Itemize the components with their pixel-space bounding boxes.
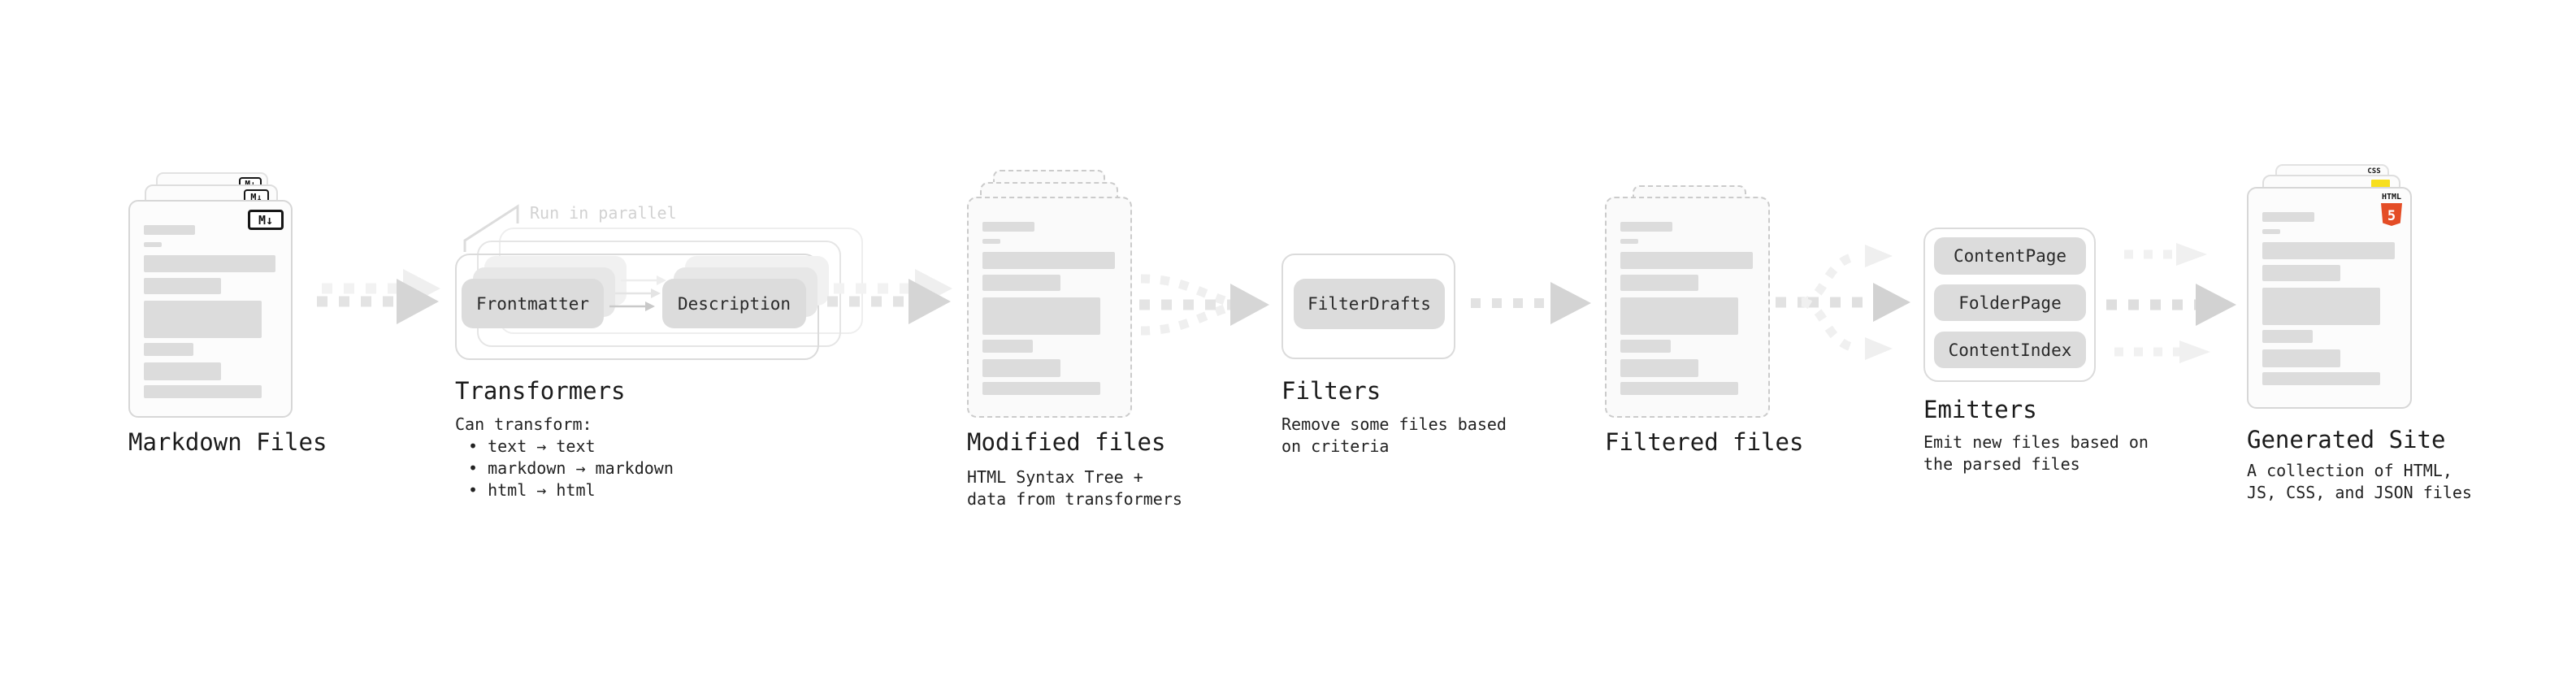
js-badge xyxy=(2371,180,2390,188)
markdown-icon: M↓ xyxy=(248,210,284,230)
emitters-description: Emit new files based on the parsed files xyxy=(1923,432,2149,475)
transformer-container-front xyxy=(455,254,819,360)
placeholder-bar xyxy=(982,239,1000,244)
arrow-filtered-to-emitters-diverging xyxy=(1776,245,1910,360)
markdown-file-card-front: M↓ xyxy=(128,200,293,418)
placeholder-bar xyxy=(144,225,196,235)
modified-files-description: HTML Syntax Tree + data from transformer… xyxy=(967,466,1182,510)
markdown-files-label: Markdown Files xyxy=(128,428,327,456)
can-transform-line: Can transform: xyxy=(455,414,592,434)
html5-wordmark: HTML xyxy=(2381,193,2402,202)
placeholder-bar xyxy=(982,252,1116,269)
contentindex-chip: ContentIndex xyxy=(1934,332,2086,368)
run-in-parallel-annotation: Run in parallel xyxy=(530,203,677,223)
placeholder-bar xyxy=(2262,372,2381,385)
modified-files-label: Modified files xyxy=(967,428,1166,456)
placeholder-bar xyxy=(982,297,1101,335)
site-file-card-front: HTML 5 xyxy=(2247,187,2412,409)
arrow-transformers-to-modified xyxy=(827,269,952,324)
placeholder-bar xyxy=(1620,297,1739,335)
arrow-emitters-to-site-parallel xyxy=(2106,243,2236,363)
filtered-file-card-front xyxy=(1605,197,1770,418)
desc-line: on criteria xyxy=(1281,436,1390,456)
placeholder-bar xyxy=(2262,242,2396,259)
arrow-filters-to-filtered xyxy=(1471,282,1591,324)
arrow-modified-to-filters-converging xyxy=(1139,274,1269,336)
document-placeholder-lines xyxy=(130,202,291,416)
generated-site-description: A collection of HTML, JS, CSS, and JSON … xyxy=(2247,460,2472,504)
placeholder-bar xyxy=(1620,359,1698,377)
placeholder-bar xyxy=(2262,349,2340,367)
generated-site-label: Generated Site xyxy=(2247,426,2446,453)
desc-line: the parsed files xyxy=(1923,454,2080,474)
arrow-markdown-to-transformers xyxy=(317,269,440,324)
placeholder-bar xyxy=(1620,340,1671,353)
filtered-files-label: Filtered files xyxy=(1605,428,1804,456)
transform-bullet: • markdown → markdown xyxy=(468,458,674,478)
filters-description: Remove some files based on criteria xyxy=(1281,414,1507,458)
transformers-label: Transformers xyxy=(455,377,626,405)
placeholder-bar xyxy=(2262,265,2340,281)
placeholder-bar xyxy=(1620,239,1638,244)
html5-icon: HTML 5 xyxy=(2381,193,2402,226)
placeholder-bar xyxy=(144,242,162,247)
placeholder-bar xyxy=(982,222,1034,232)
emitters-label: Emitters xyxy=(1923,396,2037,423)
desc-line: HTML Syntax Tree + xyxy=(967,467,1143,487)
emitters-container xyxy=(1923,228,2096,382)
description-chip: Description xyxy=(662,279,806,328)
transform-bullet: • html → html xyxy=(468,480,596,500)
placeholder-bar xyxy=(144,278,222,294)
desc-line: Remove some files based xyxy=(1281,414,1507,434)
filters-label: Filters xyxy=(1281,377,1381,405)
desc-line: A collection of HTML, xyxy=(2247,461,2452,480)
annotation-leader-line xyxy=(463,204,519,252)
placeholder-bar xyxy=(144,385,262,398)
placeholder-bar xyxy=(144,301,262,338)
contentpage-chip: ContentPage xyxy=(1934,237,2086,275)
filterdrafts-chip: FilterDrafts xyxy=(1294,279,1445,329)
placeholder-bar xyxy=(2262,212,2314,222)
placeholder-bar xyxy=(2262,330,2313,343)
transform-bullet: • text → text xyxy=(468,436,596,456)
placeholder-bar xyxy=(2262,229,2280,234)
placeholder-bar xyxy=(982,359,1060,377)
desc-line: JS, CSS, and JSON files xyxy=(2247,483,2472,502)
folderpage-chip: FolderPage xyxy=(1934,284,2086,321)
html5-number: 5 xyxy=(2387,208,2396,224)
desc-line: Emit new files based on xyxy=(1923,432,2149,452)
placeholder-bar xyxy=(1620,222,1672,232)
placeholder-bar xyxy=(2262,288,2381,325)
css-badge-text: CSS xyxy=(2367,167,2381,176)
document-placeholder-lines xyxy=(1607,198,1768,416)
placeholder-bar xyxy=(144,343,194,356)
placeholder-bar xyxy=(1620,275,1698,291)
placeholder-bar xyxy=(144,255,276,272)
desc-line: data from transformers xyxy=(967,489,1182,509)
document-placeholder-lines xyxy=(969,198,1130,416)
modified-file-card-front xyxy=(967,197,1132,418)
transformers-description: Can transform: • text → text • markdown … xyxy=(455,414,674,501)
placeholder-bar xyxy=(1620,252,1754,269)
transformer-parallel-arrows xyxy=(609,275,666,311)
filters-container xyxy=(1281,254,1455,359)
placeholder-bar xyxy=(1620,382,1739,395)
placeholder-bar xyxy=(982,275,1060,291)
placeholder-bar xyxy=(982,382,1101,395)
frontmatter-chip: Frontmatter xyxy=(462,279,604,328)
document-placeholder-lines xyxy=(2249,189,2410,407)
placeholder-bar xyxy=(144,362,222,380)
placeholder-bar xyxy=(982,340,1033,353)
